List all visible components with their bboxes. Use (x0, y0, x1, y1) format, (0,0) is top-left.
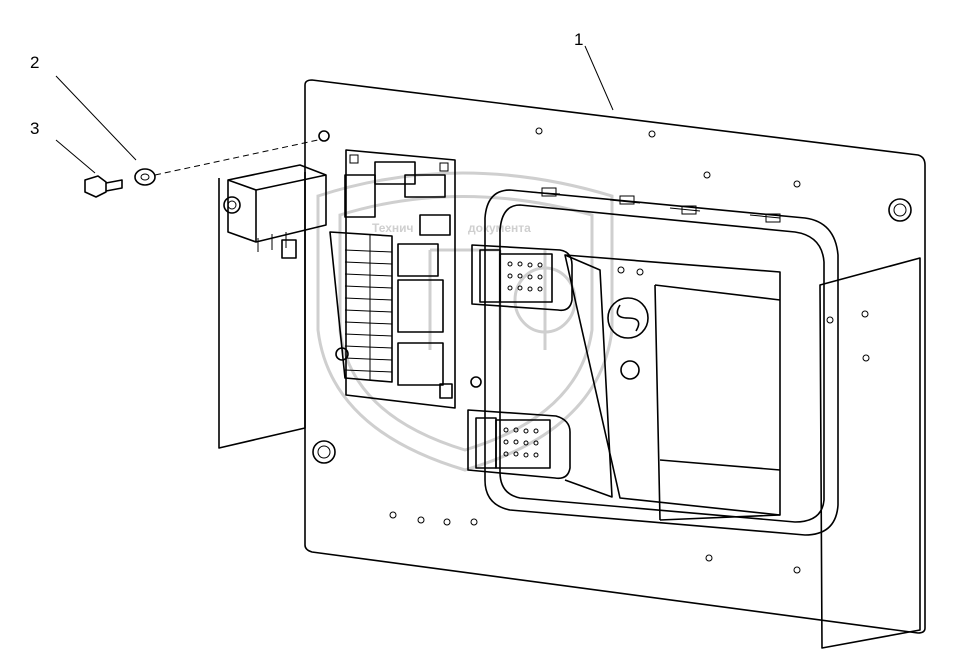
ecu-module (484, 187, 839, 536)
fuse-strip (344, 234, 393, 380)
ecu-connector-lower (467, 376, 571, 480)
callout-3: 3 (30, 119, 39, 138)
leader-line-1 (584, 45, 614, 111)
mounting-panel (304, 79, 926, 634)
panel-holes (318, 127, 870, 574)
assembly-line (154, 139, 319, 176)
leader-line-3 (55, 139, 96, 174)
watermark-text-left: Технич (372, 221, 414, 235)
ecu-connector-upper (471, 244, 573, 312)
brand-logo (607, 297, 649, 339)
right-flange (819, 257, 921, 649)
callout-2: 2 (30, 53, 39, 72)
relay (223, 164, 327, 259)
watermark-seal: Технич документа (316, 171, 614, 472)
fuse-board (329, 149, 456, 409)
callout-1: 1 (574, 30, 583, 49)
panel-bolt-lower-left (312, 440, 336, 464)
washer (134, 168, 156, 186)
panel-bolt-upper-right (888, 198, 912, 222)
leader-line-2 (55, 75, 137, 161)
bolt (84, 175, 123, 198)
